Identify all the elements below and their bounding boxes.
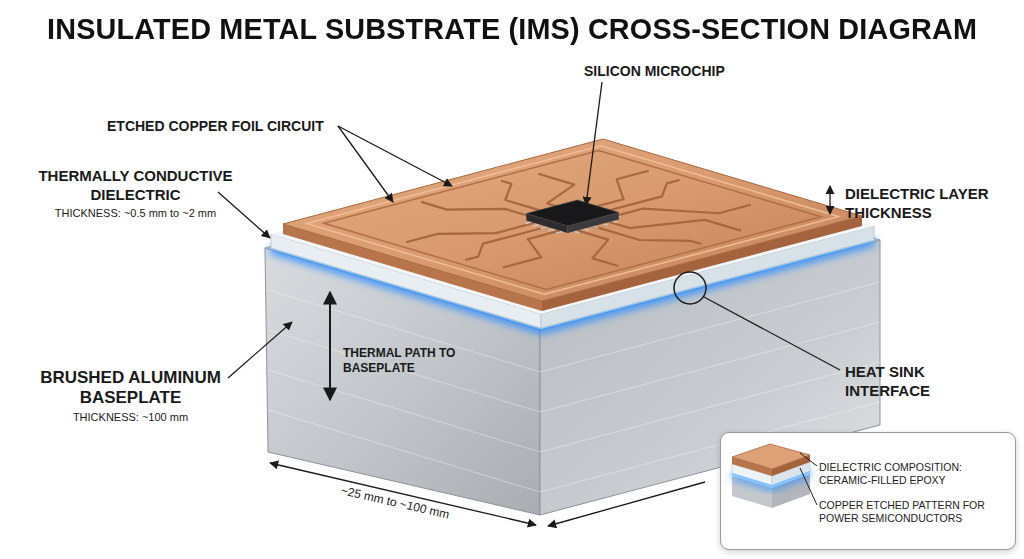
thermal-path-arrow [329, 292, 331, 400]
dimension-note: THICKNESS: ~0.5 mm to ~2 mm [28, 207, 243, 220]
leader-line [586, 82, 602, 205]
arrow-label: THERMAL PATH TO BASEPLATE [343, 346, 478, 376]
dimension-line [270, 463, 536, 525]
copper-top-face [283, 139, 862, 301]
title-row: INSULATED METAL SUBSTRATE (IMS) CROSS-SE… [0, 12, 1024, 46]
inset-caption: COPPER ETCHED PATTERN FOR POWER SEMICOND… [819, 499, 1004, 525]
inset-caption: DIELECTRIC COMPOSITION: CERAMIC-FILLED E… [819, 461, 1004, 487]
leader-line [338, 126, 452, 186]
silicon-chip [526, 200, 619, 226]
inset-box: DIELECTRIC COMPOSITION: CERAMIC-FILLED E… [720, 432, 1016, 550]
leader-line [704, 297, 840, 370]
leader-line [228, 322, 292, 378]
part-label: SILICON MICROCHIP [584, 62, 725, 80]
etched-traces [307, 146, 839, 295]
thickness-arrow [829, 186, 830, 214]
part-label: ETCHED COPPER FOIL CIRCUIT [107, 117, 324, 135]
dimension-line [548, 482, 705, 526]
part-label: DIELECTRIC LAYER THICKNESS [845, 184, 1015, 222]
detail-circle [674, 272, 706, 304]
diagram-title: INSULATED METAL SUBSTRATE (IMS) CROSS-SE… [47, 12, 977, 46]
part-label: HEAT SINK INTERFACE [845, 362, 960, 400]
dimension-note: THICKNESS: ~100 mm [28, 411, 233, 424]
part-label: BRUSHED ALUMINUM BASEPLATE [28, 368, 233, 408]
leader-line [338, 126, 393, 202]
part-label: THERMALLY CONDUCTIVE DIELECTRIC [28, 166, 243, 204]
leader-line [218, 192, 270, 238]
